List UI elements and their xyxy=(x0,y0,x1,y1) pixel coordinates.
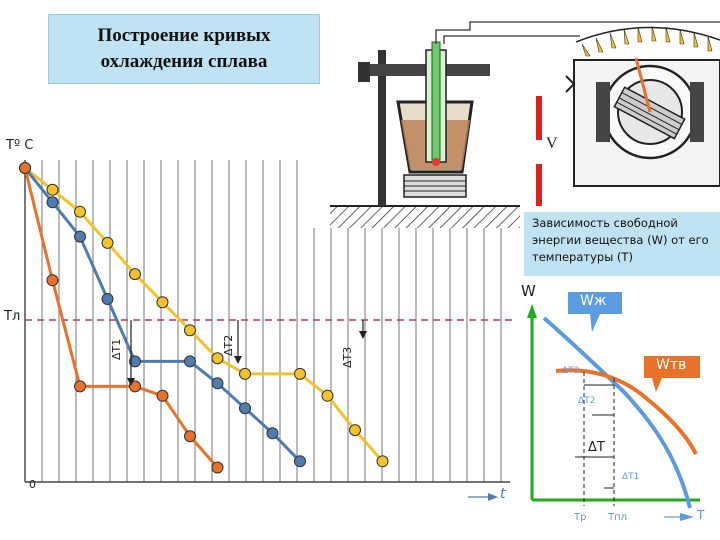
series-1-point xyxy=(184,355,196,368)
series-1-point xyxy=(74,230,86,243)
origin-label: 0 xyxy=(29,478,36,491)
series-1-point xyxy=(266,427,279,440)
series-2-point xyxy=(294,367,306,380)
cooling-series-group xyxy=(19,162,389,474)
series-2-point xyxy=(211,352,224,365)
series-2-point xyxy=(129,268,141,281)
galvanometer-scale xyxy=(581,25,713,57)
series-2-point xyxy=(74,205,86,218)
energy-delta-t3-label: ΔT3 xyxy=(562,366,580,376)
series-0-point xyxy=(211,461,224,474)
series-0-point xyxy=(156,389,169,402)
series-1-point xyxy=(294,455,306,468)
y-axis-label: Tº C xyxy=(6,138,34,153)
series-1-point xyxy=(211,377,224,390)
series-0-point xyxy=(74,380,86,393)
thermocouple xyxy=(431,41,441,161)
series-0-point xyxy=(19,162,31,174)
solid-callout xyxy=(644,356,700,392)
energy-note: Зависимость свободной энергии вещества (… xyxy=(524,212,720,276)
series-1-point xyxy=(239,402,251,415)
solid-energy-curve xyxy=(555,368,698,455)
energy-x-label: T xyxy=(697,508,705,522)
apparatus-illustration: V xyxy=(330,21,720,228)
series-0-point xyxy=(129,380,141,393)
series-2-point xyxy=(156,296,169,309)
series-2-point xyxy=(239,367,251,380)
series-2-point xyxy=(349,424,361,437)
reaction-temp-label: Tр xyxy=(574,512,587,523)
galvanometer-coil xyxy=(613,86,686,140)
series-1-line xyxy=(23,167,302,463)
melting-temp-label: Tпл xyxy=(608,512,628,523)
liquid-callout xyxy=(568,292,622,332)
series-2-point xyxy=(184,324,196,337)
series-2-point xyxy=(321,389,334,402)
energy-x-arrow xyxy=(680,513,694,521)
liquid-energy-label: Wж xyxy=(580,293,607,309)
liquid-energy-curve xyxy=(542,316,692,509)
energy-chart xyxy=(527,292,700,521)
voltage-label: V xyxy=(546,135,558,152)
wire-red xyxy=(536,96,542,140)
base-hatch xyxy=(330,206,520,228)
series-0-line xyxy=(23,167,219,469)
delta-t3-label: ΔT3 xyxy=(341,347,354,368)
series-2-point xyxy=(376,455,389,468)
energy-y-label: W xyxy=(521,282,536,300)
x-axis-arrow xyxy=(488,493,498,501)
x-axis-label: t xyxy=(500,486,506,502)
cooling-chart: ΔT1 ΔT2 ΔT3 xyxy=(19,160,514,501)
series-1-point xyxy=(101,293,114,305)
series-0-point xyxy=(46,274,59,287)
series-1-point xyxy=(129,355,141,368)
energy-delta-t1-label: ΔT1 xyxy=(622,472,640,482)
delta-t1-label: ΔT1 xyxy=(110,339,123,360)
energy-delta-t-label: ΔT xyxy=(588,440,605,455)
energy-delta-t2-label: ΔT2 xyxy=(578,396,596,406)
series-2-point xyxy=(101,236,114,249)
liquidus-label: Tл xyxy=(4,309,21,324)
chart-grid xyxy=(41,160,502,482)
stand-rod xyxy=(378,50,386,206)
series-1-point xyxy=(46,196,59,209)
series-0-point xyxy=(184,430,196,443)
galvanometer-needle xyxy=(634,57,652,113)
delta-markers xyxy=(127,320,367,386)
solid-energy-label: Wтв xyxy=(656,357,687,373)
delta-t2-label: ΔT2 xyxy=(222,335,235,356)
slide-title: Построение кривых охлаждения сплава xyxy=(48,14,320,84)
series-2-point xyxy=(46,183,59,196)
